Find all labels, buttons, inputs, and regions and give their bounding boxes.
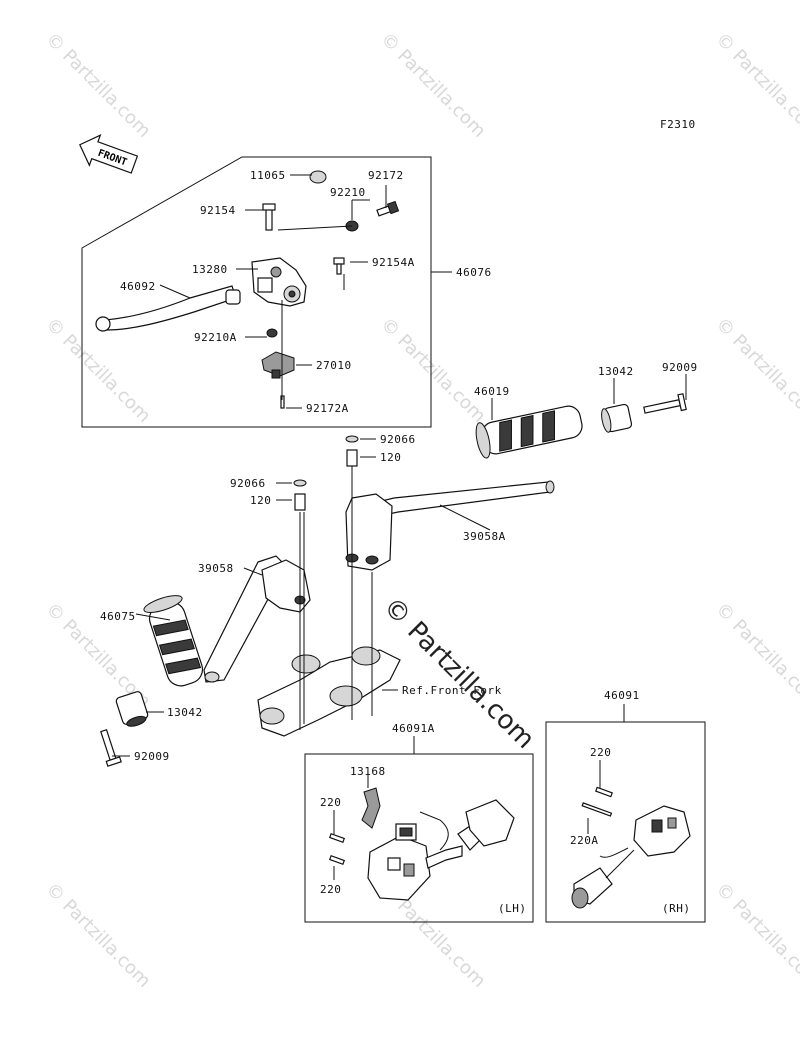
leaders-46076 <box>159 174 452 409</box>
watermark: © Partzilla.com <box>711 599 800 712</box>
alignment-lines <box>299 466 398 730</box>
label-92172A: 92172A <box>306 402 349 415</box>
label-92154: 92154 <box>200 204 236 217</box>
label-11065: 11065 <box>250 169 286 182</box>
label-46019: 46019 <box>474 385 510 398</box>
right-grip <box>475 405 583 459</box>
assembly-box-46091 <box>545 721 706 923</box>
label-220-rh: 220 <box>590 746 611 759</box>
brake-lever <box>95 285 241 332</box>
watermark: © Partzilla.com <box>711 29 800 142</box>
label-46075: 46075 <box>100 610 136 623</box>
figure-code: F2310 <box>660 118 696 131</box>
watermark: © Partzilla.com <box>376 29 489 142</box>
label-46076: 46076 <box>456 266 492 279</box>
label-92009-right: 92009 <box>662 361 698 374</box>
label-220A: 220A <box>570 834 599 847</box>
label-13280: 13280 <box>192 263 228 276</box>
watermark: © Partzilla.com <box>711 879 800 992</box>
right-bar-end-weight <box>601 403 633 433</box>
label-13042-right: 13042 <box>598 365 634 378</box>
label-92066-left: 92066 <box>230 477 266 490</box>
label-39058A: 39058A <box>463 530 506 543</box>
label-92210A: 92210A <box>194 331 237 344</box>
assembly-box-46076 <box>81 156 432 428</box>
label-46091A: 46091A <box>392 722 435 735</box>
right-handlebar <box>345 480 555 571</box>
screw-220-lh-a <box>328 832 346 844</box>
label-220-lh-b: 220 <box>320 883 341 896</box>
label-39058: 39058 <box>198 562 234 575</box>
assembly-box-46091A <box>304 753 534 923</box>
bolt-120-right <box>346 449 358 467</box>
label-27010: 27010 <box>316 359 352 372</box>
label-46092: 46092 <box>120 280 156 293</box>
washer-92066-right <box>345 435 359 443</box>
label-92210: 92210 <box>330 186 366 199</box>
label-92172: 92172 <box>368 169 404 182</box>
screw-92154 <box>262 203 276 231</box>
ref-front-fork: Ref.Front Fork <box>402 684 502 697</box>
screw-220A <box>581 802 613 817</box>
label-220-lh-a: 220 <box>320 796 341 809</box>
label-120-left: 120 <box>250 494 271 507</box>
left-bolt-92009 <box>100 729 122 767</box>
watermark: © Partzilla.com <box>41 879 154 992</box>
left-grip <box>143 595 204 687</box>
watermark: © Partzilla.com <box>41 29 154 142</box>
label-92154A: 92154A <box>372 256 415 269</box>
washer-92066-left <box>293 479 307 487</box>
left-switch-housing <box>367 799 515 901</box>
label-13168: 13168 <box>350 765 386 778</box>
right-bolt-92009 <box>643 393 687 414</box>
label-13042-left: 13042 <box>167 706 203 719</box>
bolt-92172 <box>376 200 400 217</box>
watermark: © Partzilla.com <box>41 314 154 427</box>
front-arrow-icon: FRONT <box>79 134 139 174</box>
reservoir-cap <box>309 170 327 184</box>
screw-220-rh <box>595 786 613 798</box>
label-120-right: 120 <box>380 451 401 464</box>
watermark: © Partzilla.com <box>711 314 800 427</box>
upper-triple-clamp <box>257 646 401 737</box>
left-bar-end-weight <box>115 691 149 727</box>
label-lh: (LH) <box>498 902 527 915</box>
label-92066-right: 92066 <box>380 433 416 446</box>
clamp-13168 <box>361 787 381 829</box>
nut-92210A <box>266 328 278 338</box>
right-switch-housing <box>571 805 691 909</box>
label-rh: (RH) <box>662 902 691 915</box>
screw-92154A <box>333 257 345 275</box>
screw-220-lh-b <box>328 854 346 866</box>
label-46091: 46091 <box>604 689 640 702</box>
brake-switch <box>261 351 295 379</box>
watermark: © Partzilla.com <box>376 314 489 427</box>
master-cylinder <box>251 257 307 307</box>
label-92009-left: 92009 <box>134 750 170 763</box>
bolt-120-left <box>294 493 306 511</box>
